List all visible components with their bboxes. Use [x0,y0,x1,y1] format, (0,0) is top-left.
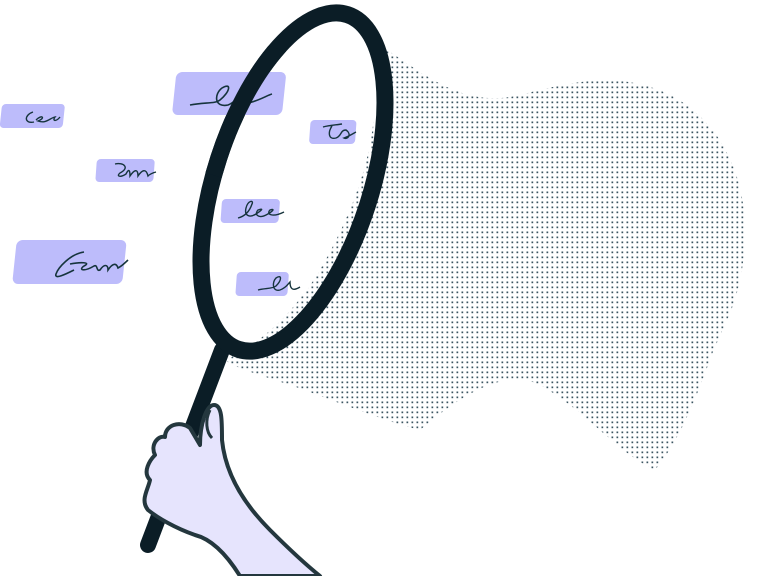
hand [142,403,322,576]
tag-li-small [235,272,301,296]
tag-ce-small [0,104,65,128]
tag-cen [12,240,129,284]
word-tags [0,72,357,296]
tag-lce [220,199,285,223]
thumbnail [205,409,214,440]
tag-m [95,159,157,182]
tag-li-large [172,72,286,115]
tag-to [309,120,357,144]
net-mesh [225,40,745,470]
net-hoop-front [198,37,314,328]
